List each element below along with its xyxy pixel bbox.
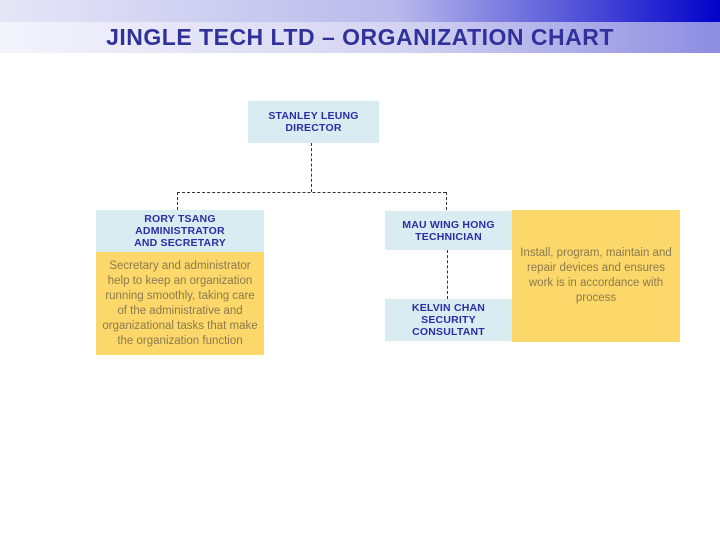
node-technician: MAU WING HONG TECHNICIAN: [385, 211, 512, 250]
page-title: JINGLE TECH LTD – ORGANIZATION CHART: [106, 24, 614, 50]
node-security-consultant: KELVIN CHAN SECURITY CONSULTANT: [385, 299, 512, 341]
connector-technician-drop: [446, 192, 447, 210]
header-top-strip: [0, 0, 720, 22]
note-technician-description: Install, program, maintain and repair de…: [512, 210, 680, 342]
note-administrator-description: Secretary and administrator help to keep…: [96, 252, 264, 355]
node-administrator: RORY TSANG ADMINISTRATOR AND SECRETARY: [96, 210, 264, 252]
connector-administrator-drop: [177, 192, 178, 210]
node-director: STANLEY LEUNG DIRECTOR: [248, 101, 379, 143]
org-chart-canvas: STANLEY LEUNG DIRECTOR RORY TSANG ADMINI…: [0, 53, 720, 540]
connector-director-drop: [311, 143, 312, 192]
connector-consultant-drop: [447, 250, 448, 299]
header-title-band: JINGLE TECH LTD – ORGANIZATION CHART: [0, 22, 720, 53]
connector-horizontal: [177, 192, 446, 193]
